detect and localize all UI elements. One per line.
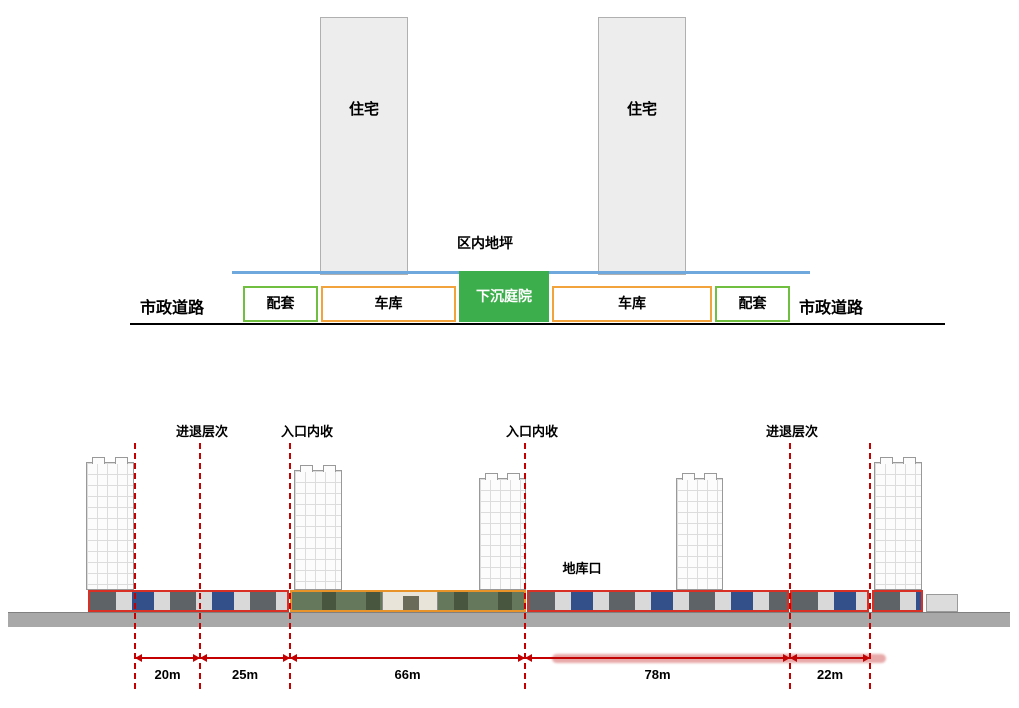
dimension-line-20m (135, 654, 200, 662)
dimension-label-22m: 22m (816, 667, 844, 682)
elevation-tower-3 (479, 473, 526, 590)
elevation-tower-5 (874, 457, 922, 590)
annotation-entrance-recess-right: 入口内收 (505, 424, 558, 439)
dimension-label-66m: 66m (394, 667, 421, 682)
dimension-line-66m (290, 654, 525, 662)
elevation-tower-1 (86, 457, 134, 590)
garage-entrance-label: 地库口 (562, 561, 602, 576)
garage-box-right: 车库 (552, 286, 712, 322)
support-facility-box-left: 配套 (243, 286, 318, 322)
podium-right-short (790, 590, 869, 612)
tower-label: 住宅 (348, 101, 379, 118)
reference-line-2 (199, 443, 201, 689)
annotation-entrance-recess-left: 入口内收 (280, 424, 333, 439)
courtyard-entry (382, 592, 438, 610)
red-scribble-artifact (552, 654, 886, 663)
podium-right-long (527, 590, 789, 612)
garage-box-left: 车库 (321, 286, 456, 322)
dimension-label-20m: 20m (154, 667, 181, 682)
dimension-line-25m (200, 654, 290, 662)
reference-line-6 (869, 443, 871, 689)
low-annex-building (926, 594, 958, 612)
dimension-line-22m (790, 654, 870, 662)
municipal-road-label-right: 市政道路 (799, 300, 864, 317)
reference-line-5 (789, 443, 791, 689)
municipal-road-label-left: 市政道路 (140, 300, 205, 317)
elevation-tower-2 (294, 465, 342, 590)
tower-label: 住宅 (626, 101, 657, 118)
dimension-label-25m: 25m (231, 667, 259, 682)
elevation-tower-4 (676, 473, 723, 590)
sunken-courtyard-box: 下沉庭院 (459, 271, 549, 322)
dimension-line-78m (525, 654, 790, 662)
reference-line-3 (289, 443, 291, 689)
podium-far-right (872, 590, 923, 612)
annotation-stepping-right: 进退层次 (765, 424, 818, 439)
dimension-label-78m: 78m (644, 667, 671, 682)
residential-tower-left: 住宅 (320, 17, 408, 275)
entry-door (403, 596, 419, 610)
site-grade-label: 区内地坪 (457, 235, 513, 251)
reference-line-1 (134, 443, 136, 689)
podium-left (88, 590, 289, 612)
road-ground-strip (8, 612, 1010, 627)
support-facility-box-right: 配套 (715, 286, 790, 322)
annotation-stepping-left: 进退层次 (175, 424, 228, 439)
ground-base-line (130, 323, 945, 325)
podium-center-courtyard (290, 590, 526, 612)
residential-tower-right: 住宅 (598, 17, 686, 275)
reference-line-4 (524, 443, 526, 689)
